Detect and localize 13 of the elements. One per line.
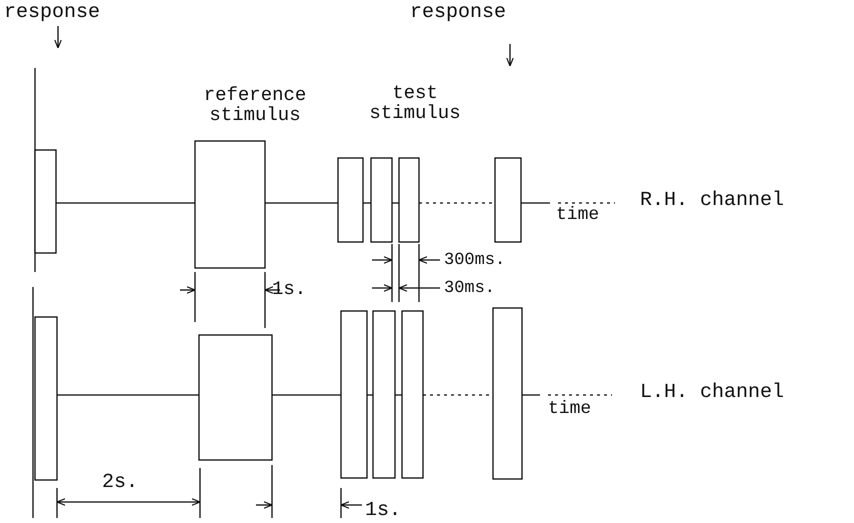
- channel-label: R.H. channel: [640, 190, 784, 211]
- stimulus-label: test stimulus: [368, 84, 462, 124]
- stimulus-label: reference stimulus: [202, 86, 308, 126]
- axis-label: time: [556, 206, 600, 225]
- axis-label: response: [4, 2, 100, 23]
- axis-label: response: [410, 2, 506, 23]
- duration-label: 1s.: [272, 280, 306, 300]
- channel-label: L.H. channel: [640, 382, 784, 403]
- duration-label: 1s.: [365, 500, 402, 521]
- duration-label: 2s.: [102, 472, 138, 493]
- duration-label: 30ms.: [444, 280, 496, 298]
- axis-label: time: [548, 400, 592, 419]
- duration-label: 300ms.: [444, 252, 506, 270]
